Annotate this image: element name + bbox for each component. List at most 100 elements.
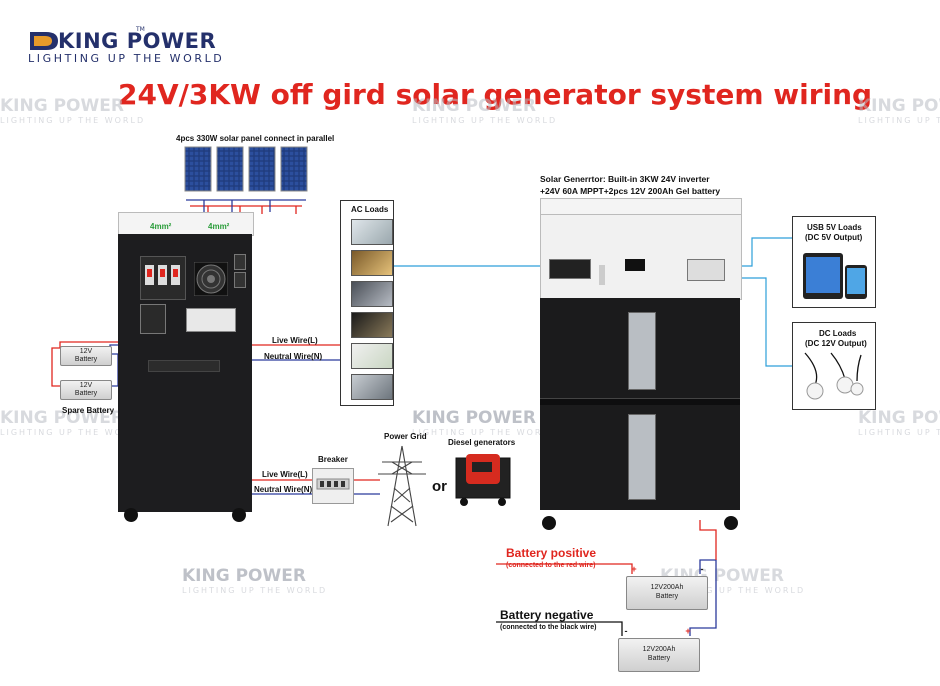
battery-terminal-block — [140, 304, 166, 334]
watermark-left-mid: KING POWER LIGHTING UP THE WORLD — [0, 408, 145, 437]
battery-negative-sub: (connected to the black wire) — [500, 624, 597, 631]
tablet-icon — [803, 253, 867, 299]
battery-label: 12V Battery — [74, 348, 98, 363]
bulb-icon — [804, 352, 864, 400]
battery-positive-label: Battery positive — [506, 546, 597, 560]
neutral-wire-label-lower: Neutral Wire(N) — [254, 485, 313, 494]
battery-unit — [628, 414, 656, 500]
diesel-generators-label: Diesel generators — [448, 438, 516, 447]
diagram-title: 24V/3KW off gird solar generator system … — [118, 78, 873, 111]
spare-battery-label: Spare Battery — [62, 406, 115, 415]
ac-loads-title: AC Loads — [351, 205, 389, 214]
watermark-tagline: LIGHTING UP THE WORLD — [412, 428, 558, 437]
watermark-left-top: KING POWER LIGHTING UP THE WORLD — [0, 96, 145, 125]
left-generator-cabinet: 4mm² 4mm² — [118, 212, 254, 522]
or-label: or — [432, 478, 447, 495]
cooling-fan — [193, 261, 229, 297]
watermark-tagline: LIGHTING UP THE WORLD — [182, 586, 328, 595]
load-cooker-image — [351, 312, 393, 338]
load-fridge-image — [351, 374, 393, 400]
output-socket — [234, 272, 246, 288]
battery-series-wiring — [496, 520, 717, 636]
right-generator-cabinet — [536, 198, 746, 534]
watermark-left-bottom: KING POWER LIGHTING UP THE WORLD — [182, 566, 327, 595]
watermark-tagline: LIGHTING UP THE WORLD — [858, 428, 940, 437]
battery-2-line2: Battery — [647, 655, 671, 662]
live-wire-label-upper: Live Wire(L) — [272, 336, 318, 345]
battery-2-line1: 12V200Ah — [642, 646, 676, 653]
logo-mark-icon — [30, 32, 58, 50]
battery-1-line1: 12V200Ah — [650, 584, 684, 591]
cable-spec-left: 4mm² — [150, 222, 172, 231]
ac-terminal-block — [186, 308, 236, 332]
watermark-brand: KING POWER — [412, 408, 536, 428]
battery-2-plus: + — [685, 626, 691, 636]
solar-panel-icon — [184, 146, 308, 192]
diesel-generator — [452, 450, 514, 506]
usb-dc-panel — [687, 259, 725, 281]
dc-loads-subtitle: (DC 12V Output) — [805, 339, 867, 348]
right-system-desc-line2: +24V 60A MPPT+2pcs 12V 200Ah Gel battery — [540, 186, 721, 196]
power-grid-label: Power Grid — [384, 432, 427, 441]
neutral-wire-label-upper: Neutral Wire(N) — [264, 352, 323, 361]
cabinet-interior — [540, 298, 740, 510]
power-tower-icon — [378, 445, 426, 527]
output-socket — [234, 254, 246, 270]
watermark-brand: KING POWER — [858, 96, 940, 116]
watermark-brand: KING POWER — [412, 96, 536, 116]
display-screen — [625, 259, 645, 271]
solar-panel-array — [184, 146, 308, 192]
watermark-tagline: LIGHTING UP THE WORLD — [858, 116, 940, 125]
usb-loads-subtitle: (DC 5V Output) — [805, 233, 863, 242]
battery-1-minus: - — [700, 564, 704, 574]
cable-spec-right: 4mm² — [208, 222, 230, 231]
cabinet-handle — [148, 360, 220, 372]
battery-1: + - 12V200Ah Battery — [626, 565, 708, 610]
fan-icon — [193, 261, 229, 297]
watermark-tagline: LIGHTING UP THE WORLD — [412, 116, 558, 125]
power-tower — [376, 444, 428, 528]
load-laptop-image — [351, 281, 393, 307]
solar-panels-label: 4pcs 330W solar panel connect in paralle… — [176, 134, 335, 143]
watermark-right-top: KING POWER LIGHTING UP THE WORLD — [858, 96, 940, 125]
battery-2-minus: - — [624, 626, 628, 636]
dc-loads-box: DC Loads (DC 12V Output) — [792, 322, 876, 410]
usb-loads-box: USB 5V Loads (DC 5V Output) — [792, 216, 876, 308]
cabinet-top-panel — [118, 212, 254, 236]
battery-1-line2: Battery — [655, 593, 679, 600]
cabinet-shelf — [540, 398, 740, 405]
breaker-icon — [316, 478, 350, 490]
ac-socket-panel — [549, 259, 591, 279]
inverter-unit — [628, 312, 656, 390]
usb-loads-title: USB 5V Loads — [807, 223, 862, 232]
watermark-tagline: LIGHTING UP THE WORLD — [660, 586, 806, 595]
battery-negative-label: Battery negative — [500, 608, 594, 622]
breaker-module — [140, 256, 186, 300]
brand-name: KING POWER — [58, 29, 217, 53]
load-fan-image — [351, 219, 393, 245]
load-aircon-image — [351, 343, 393, 369]
battery-bottom-left: 12V Battery — [60, 380, 112, 400]
cabinet-control-panel — [540, 214, 742, 300]
watermark-center-top: KING POWER LIGHTING UP THE WORLD — [412, 96, 557, 125]
battery-label: 12V Battery — [74, 382, 98, 397]
load-lamp-image — [351, 250, 393, 276]
breaker-label: Breaker — [318, 455, 348, 464]
battery-top-left: 12V Battery — [60, 346, 112, 366]
brand-tagline: LIGHTING UP THE WORLD — [28, 52, 225, 65]
grid-breaker-box — [312, 468, 354, 504]
watermark-brand: KING POWER — [182, 566, 306, 586]
watermark-right-mid: KING POWER LIGHTING UP THE WORLD — [858, 408, 940, 437]
dc-loads-title: DC Loads — [819, 329, 857, 338]
battery-2: - + 12V200Ah Battery — [618, 627, 700, 672]
indicator-strip — [599, 265, 605, 285]
cabinet-wheel — [724, 516, 738, 530]
watermark-tagline: LIGHTING UP THE WORLD — [0, 116, 146, 125]
cabinet-wheel — [232, 508, 246, 522]
live-wire-label-lower: Live Wire(L) — [262, 470, 308, 479]
watermark-center-mid: KING POWER LIGHTING UP THE WORLD — [412, 408, 557, 437]
ac-loads-box: AC Loads — [340, 200, 394, 406]
breaker-icon — [145, 265, 180, 285]
brand-tm: TM — [136, 26, 145, 33]
